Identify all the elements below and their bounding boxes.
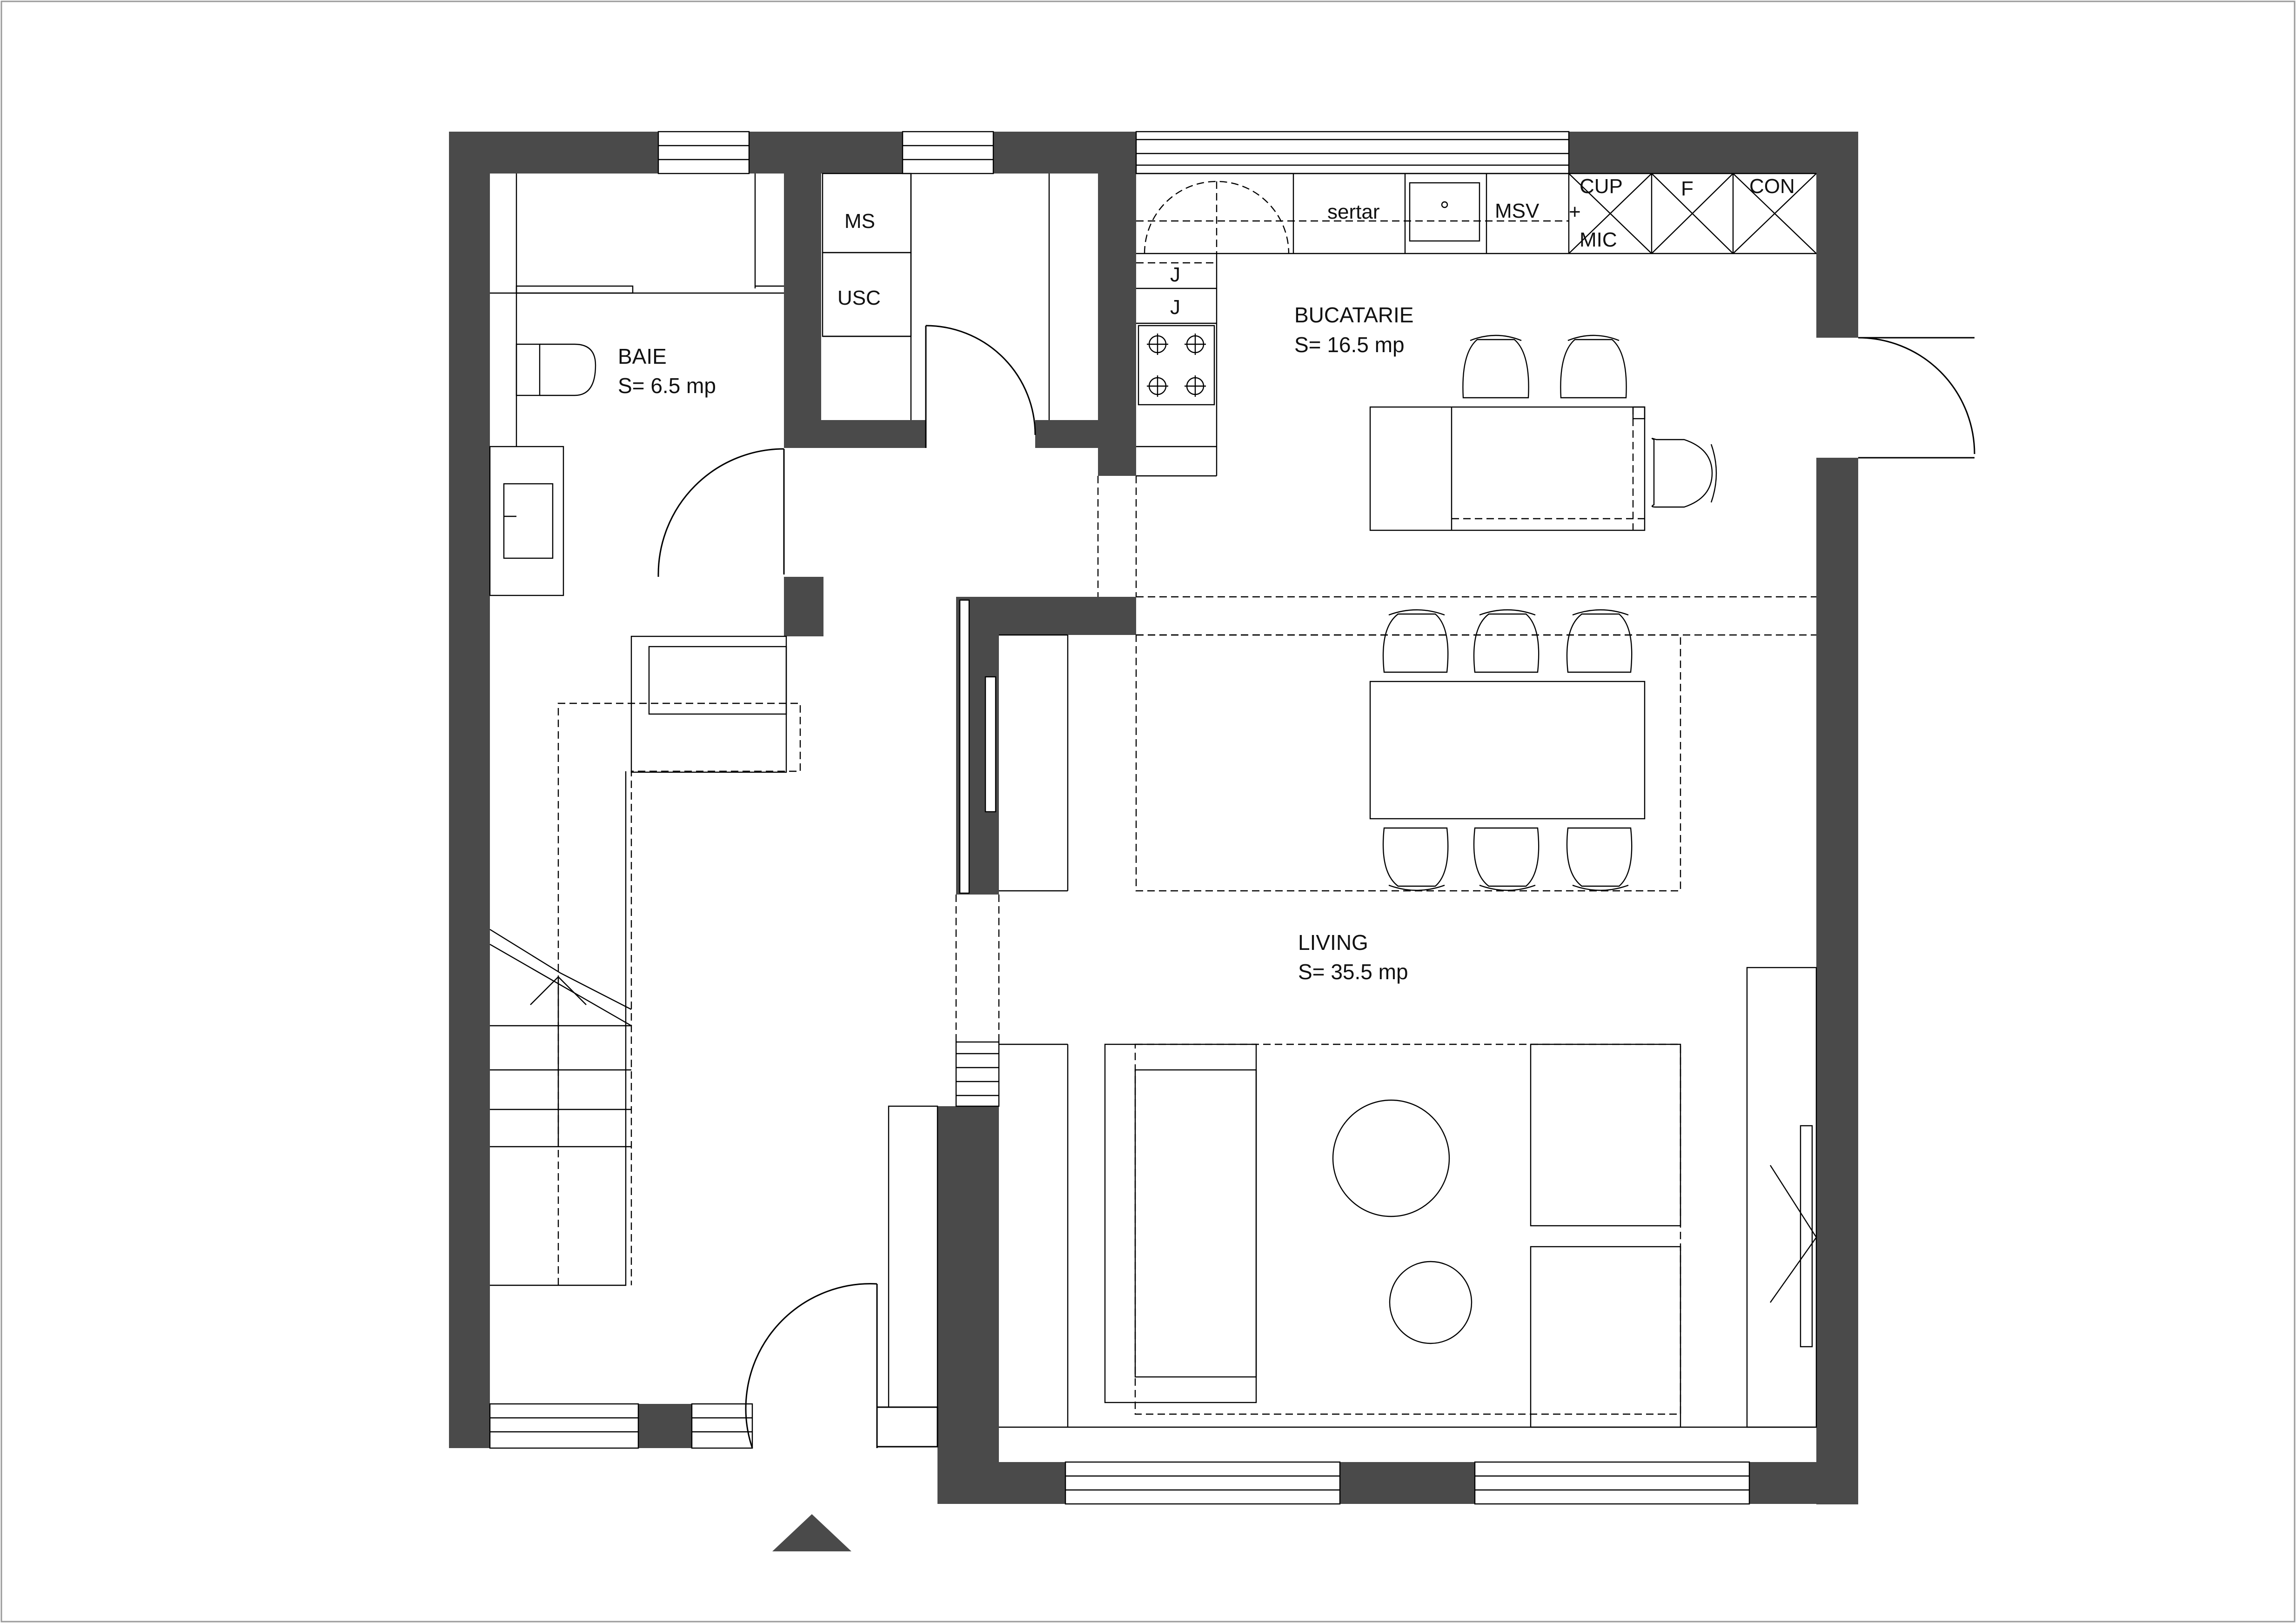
coffee-table-large: [1332, 1099, 1450, 1217]
room-name-living: LIVING: [1298, 930, 1368, 955]
label-usc: USC: [837, 287, 881, 309]
label-msv: MSV: [1495, 200, 1540, 222]
chair-icon: [1382, 609, 1633, 891]
bench: [630, 635, 787, 773]
wall-living-left-lower: [937, 1106, 999, 1504]
label-cup: CUP: [1580, 175, 1623, 198]
zone-lines: [955, 476, 1816, 1042]
wall-kitchen-left: [1098, 132, 1136, 476]
wall-bottom-3: [1749, 1462, 1858, 1504]
dining-table: [1369, 681, 1646, 820]
room-area-baie: S= 6.5 mp: [618, 374, 716, 398]
label-ms: MS: [844, 210, 875, 233]
window-living-left: [955, 599, 1000, 1107]
coffee-table-small: [1389, 1261, 1473, 1344]
labels: BAIE S= 6.5 mp BUCATARIE S= 16.5 mp LIVI…: [618, 175, 1795, 984]
dining-area: [1135, 609, 1681, 892]
living-furniture: [999, 634, 1817, 1428]
bathroom-fixtures: [489, 174, 784, 596]
door-bathroom: [657, 448, 785, 577]
window-bottom-1: [1064, 1461, 1341, 1505]
wall-right-upper: [1816, 132, 1858, 338]
window-top-2: [902, 131, 994, 174]
wall-laundry-left: [784, 132, 821, 448]
label-j2: J: [1170, 296, 1180, 319]
stool-icon: [1462, 334, 1717, 508]
wall-laundry-bottom-a: [784, 420, 926, 448]
sink-icon: [489, 446, 564, 596]
doors: [657, 325, 1975, 1551]
wall-bath-bottom-b: [784, 577, 823, 636]
armchair-1: [1530, 1043, 1681, 1227]
tv-icon: [1800, 1125, 1813, 1348]
wall-bottom-2: [1340, 1462, 1475, 1504]
door-entrance: [745, 1283, 938, 1449]
window-top-1: [657, 131, 750, 174]
entrance-arrow-icon: [772, 1514, 851, 1551]
label-con: CON: [1749, 175, 1795, 198]
kitchen-sink-icon: [1409, 182, 1480, 242]
window-top-kitchen: [1135, 131, 1570, 174]
room-name-bucatarie: BUCATARIE: [1294, 303, 1413, 327]
wall-bath-bottom-a: [449, 595, 486, 636]
wall-left-outer: [449, 132, 490, 1448]
room-area-bucatarie: S= 16.5 mp: [1294, 333, 1405, 357]
label-mic: MIC: [1580, 228, 1617, 251]
dining-rug: [1135, 634, 1681, 892]
label-frigider: F: [1681, 177, 1694, 200]
cooktop-icon: [1138, 325, 1215, 406]
wall-bottom-1: [937, 1462, 1065, 1504]
wall-top-4: [1569, 132, 1858, 174]
laundry-fixtures: [822, 173, 1050, 420]
walls: [449, 132, 1858, 1504]
wall-laundry-bottom-b: [1035, 420, 1098, 448]
window-bottom-left: [489, 1403, 753, 1449]
wall-right-lower: [1816, 458, 1858, 1504]
kitchen-island: [1369, 406, 1646, 531]
toilet-icon: [515, 343, 596, 396]
wardrobe: [888, 1105, 938, 1408]
armchair-2: [1530, 1246, 1681, 1428]
door-kitchen-exterior: [1858, 337, 1975, 459]
door-laundry: [925, 325, 1036, 448]
room-area-living: S= 35.5 mp: [1298, 960, 1408, 984]
wall-top-2: [749, 132, 903, 174]
windows: [489, 131, 1750, 1505]
label-plus: +: [1569, 200, 1581, 223]
window-bottom-2: [1474, 1461, 1750, 1505]
room-name-baie: BAIE: [618, 344, 667, 368]
label-sertar: sertar: [1327, 200, 1379, 223]
sofa-icon: [1104, 1043, 1257, 1403]
living-rug: [1134, 1043, 1681, 1415]
door-entrance-threshold: [876, 1406, 938, 1448]
kitchen-counter: [1136, 173, 1817, 531]
tv-cabinet: [1746, 967, 1817, 1428]
hall-and-stairs: [489, 635, 938, 1408]
wall-bottom-left-pier: [638, 1404, 692, 1448]
label-j1: J: [1170, 263, 1180, 286]
